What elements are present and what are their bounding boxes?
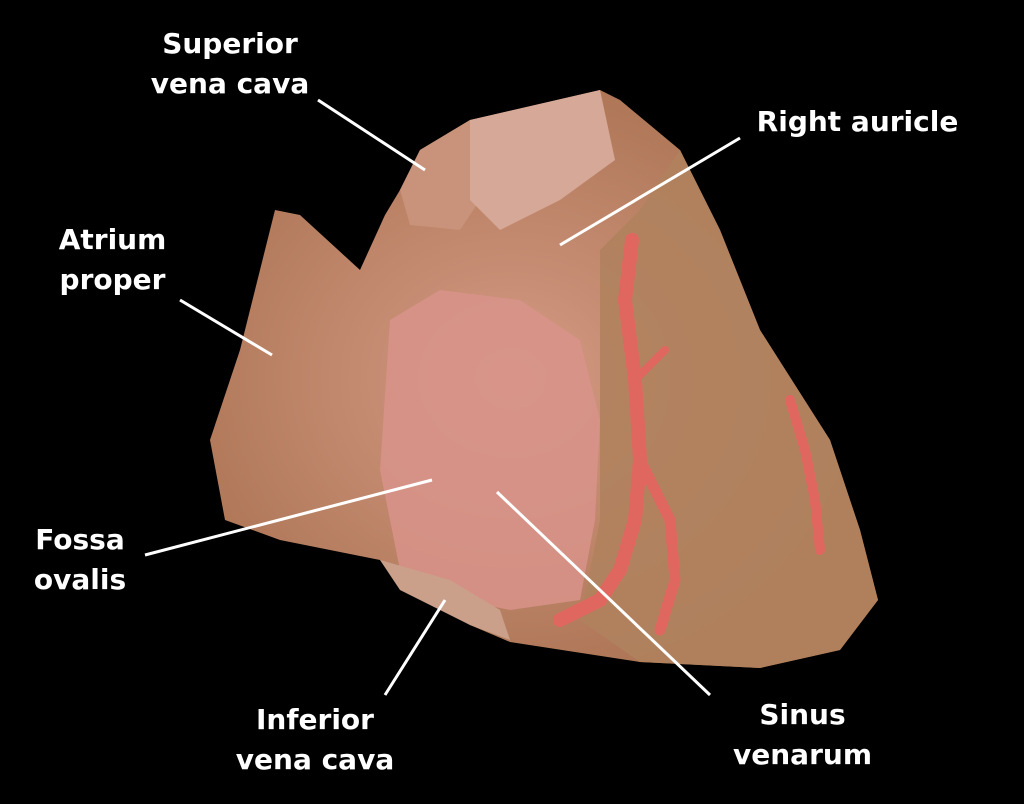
svc-tube	[400, 120, 480, 230]
leader-right-auricle	[559, 136, 741, 247]
leader-atrium-proper	[179, 298, 273, 357]
label-fossa-ovalis: Fossa ovalis	[33, 523, 127, 596]
label-sinus-venarum: Sinus venarum	[733, 698, 872, 771]
leader-superior-vena-cava	[317, 98, 426, 172]
label-right-auricle: Right auricle	[756, 105, 959, 138]
leader-lines	[144, 98, 741, 697]
auricle-flap	[470, 90, 615, 230]
leader-fossa-ovalis	[144, 478, 433, 557]
label-inferior-vena-cava: Inferior vena cava	[235, 703, 395, 776]
leader-inferior-vena-cava	[383, 599, 447, 696]
leader-sinus-venarum	[495, 490, 712, 697]
right-ventricle-surface	[580, 150, 878, 668]
label-atrium-proper: Atrium proper	[58, 223, 167, 296]
label-superior-vena-cava: Superior vena cava	[150, 27, 310, 100]
atrium-interior	[380, 290, 600, 610]
